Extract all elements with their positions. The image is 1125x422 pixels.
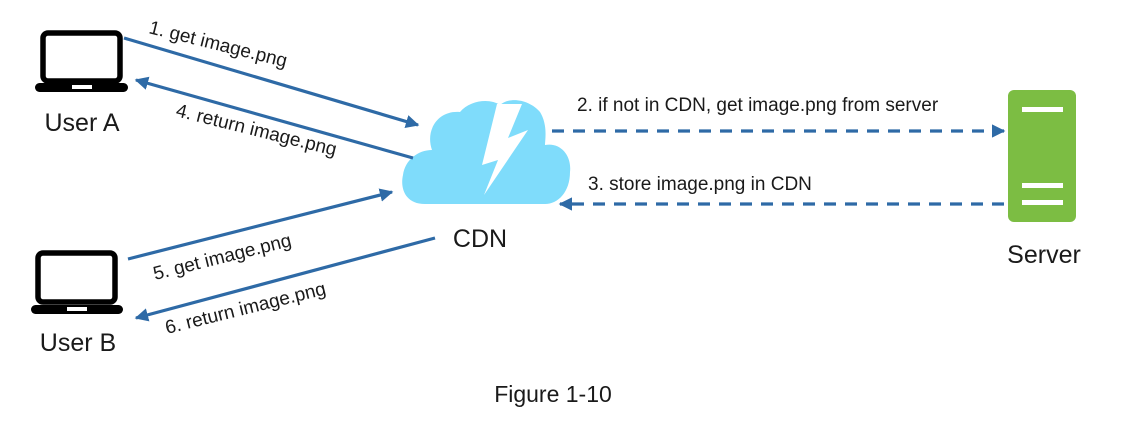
edge-6: 6. return image.png (134, 236, 436, 339)
cloud-lightning-icon (402, 100, 571, 204)
arrow-cdn-to-user-a (134, 76, 414, 160)
laptop-icon (31, 250, 123, 314)
edge-2-label: 2. if not in CDN, get image.png from ser… (577, 95, 939, 116)
edge-3: 3. store image.png in CDN (558, 174, 1004, 211)
edge-1: 1. get image.png (123, 17, 420, 129)
user-a-label: User A (44, 109, 119, 137)
server-node: Server (1007, 90, 1081, 269)
cdn-node: CDN (402, 100, 571, 253)
edge-5: 5. get image.png (127, 188, 394, 285)
edge-4: 4. return image.png (134, 76, 414, 161)
user-b-label: User B (40, 329, 116, 357)
arrow-user-a-to-cdn (123, 36, 420, 129)
edge-3-label: 3. store image.png in CDN (588, 174, 812, 195)
cdn-label: CDN (453, 225, 507, 253)
user-b-node: User B (31, 250, 123, 357)
server-icon (1008, 90, 1076, 222)
figure-caption: Figure 1-10 (494, 381, 612, 407)
arrow-user-b-to-cdn (127, 188, 394, 261)
edge-2: 2. if not in CDN, get image.png from ser… (552, 95, 1006, 138)
arrow-cdn-to-user-b (134, 236, 436, 322)
edge-1-label: 1. get image.png (147, 17, 289, 72)
laptop-icon (35, 30, 128, 92)
user-a-node: User A (35, 30, 128, 137)
edge-5-label: 5. get image.png (151, 230, 293, 285)
server-label: Server (1007, 241, 1081, 269)
